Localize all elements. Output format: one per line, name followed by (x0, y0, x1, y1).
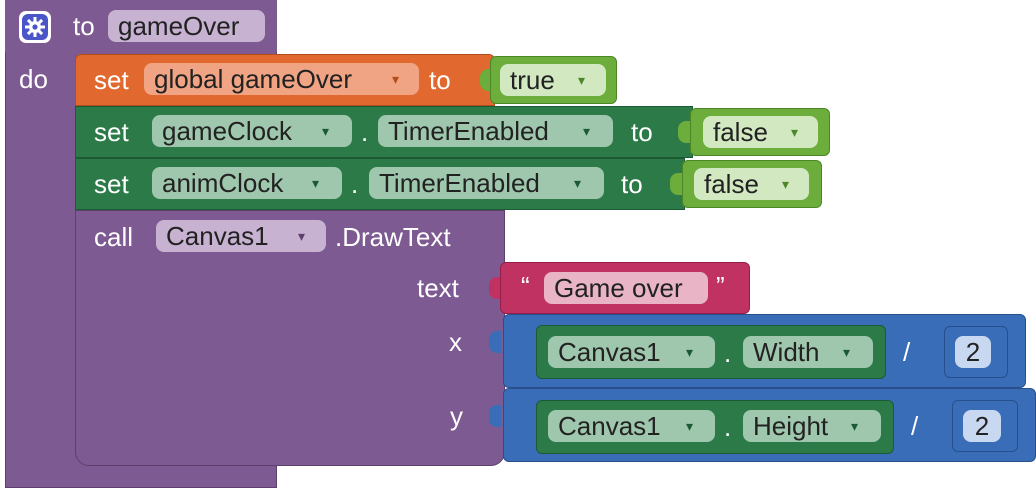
string-value-field[interactable]: Game over (544, 272, 708, 304)
set-keyword: set (94, 169, 129, 199)
chevron-down-icon: ▾ (851, 418, 859, 434)
component-name: Canvas1 (558, 411, 661, 441)
set-keyword: set (94, 117, 129, 147)
chevron-down-icon: ▾ (322, 123, 330, 139)
do-keyword: do (19, 64, 48, 94)
gear-icon[interactable] (19, 11, 51, 43)
property-dropdown[interactable]: TimerEnabled ▾ (378, 115, 613, 147)
variable-dropdown[interactable]: global gameOver ▾ (144, 63, 419, 95)
to-keyword: to (621, 169, 643, 199)
component-dropdown[interactable]: Canvas1 ▾ (548, 410, 715, 442)
boolean-dropdown[interactable]: true ▾ (500, 64, 606, 96)
dot-separator: . (351, 169, 359, 199)
property-name: Width (753, 337, 820, 367)
boolean-value: true (510, 65, 555, 95)
divide-operator: / (903, 337, 911, 367)
chevron-down-icon: ▾ (686, 344, 694, 360)
socket-connector (489, 405, 501, 427)
chevron-down-icon: ▾ (574, 175, 582, 191)
chevron-down-icon: ▾ (312, 175, 320, 191)
divide-operator: / (911, 411, 919, 441)
component-dropdown[interactable]: animClock ▾ (152, 167, 342, 199)
set-keyword: set (94, 65, 129, 95)
component-name: gameClock (162, 116, 293, 146)
open-quote: “ (521, 271, 530, 301)
socket-connector (670, 173, 682, 195)
to-keyword: to (429, 65, 451, 95)
socket-connector (489, 331, 501, 353)
number-field[interactable]: 2 (963, 410, 1001, 442)
boolean-dropdown[interactable]: false ▾ (703, 116, 818, 148)
y-arg-label: y (450, 401, 463, 431)
boolean-dropdown[interactable]: false ▾ (694, 168, 809, 200)
chevron-down-icon: ▾ (392, 71, 400, 87)
dot-separator: . (724, 412, 732, 442)
component-dropdown[interactable]: Canvas1 ▾ (156, 220, 326, 252)
chevron-down-icon: ▾ (578, 72, 586, 88)
component-dropdown[interactable]: gameClock ▾ (152, 115, 352, 147)
boolean-value: false (704, 169, 759, 199)
chevron-down-icon: ▾ (843, 344, 851, 360)
to-keyword: to (73, 11, 95, 41)
socket-connector (480, 69, 492, 91)
number-field[interactable]: 2 (955, 336, 991, 368)
component-name: Canvas1 (558, 337, 661, 367)
boolean-value: false (713, 117, 768, 147)
procedure-name-field[interactable]: gameOver (108, 10, 265, 42)
property-dropdown[interactable]: TimerEnabled ▾ (369, 167, 604, 199)
property-name: TimerEnabled (388, 116, 549, 146)
component-name: Canvas1 (166, 221, 269, 251)
component-name: animClock (162, 168, 284, 198)
socket-connector (489, 277, 501, 299)
method-name: .DrawText (335, 222, 451, 252)
chevron-down-icon: ▾ (583, 123, 591, 139)
socket-connector (678, 121, 690, 143)
to-keyword: to (631, 117, 653, 147)
chevron-down-icon: ▾ (298, 228, 306, 244)
property-name: TimerEnabled (379, 168, 540, 198)
chevron-down-icon: ▾ (791, 124, 799, 140)
property-dropdown[interactable]: Width ▾ (743, 336, 873, 368)
chevron-down-icon: ▾ (686, 418, 694, 434)
x-arg-label: x (449, 327, 462, 357)
dot-separator: . (724, 338, 732, 368)
call-keyword: call (94, 222, 134, 252)
text-arg-label: text (417, 273, 459, 303)
property-name: Height (753, 411, 829, 441)
component-dropdown[interactable]: Canvas1 ▾ (548, 336, 715, 368)
close-quote: ” (716, 271, 725, 301)
chevron-down-icon: ▾ (782, 176, 790, 192)
variable-name: global gameOver (154, 64, 352, 94)
call-drawtext-block[interactable] (75, 210, 505, 466)
dot-separator: . (361, 117, 369, 147)
property-dropdown[interactable]: Height ▾ (743, 410, 881, 442)
